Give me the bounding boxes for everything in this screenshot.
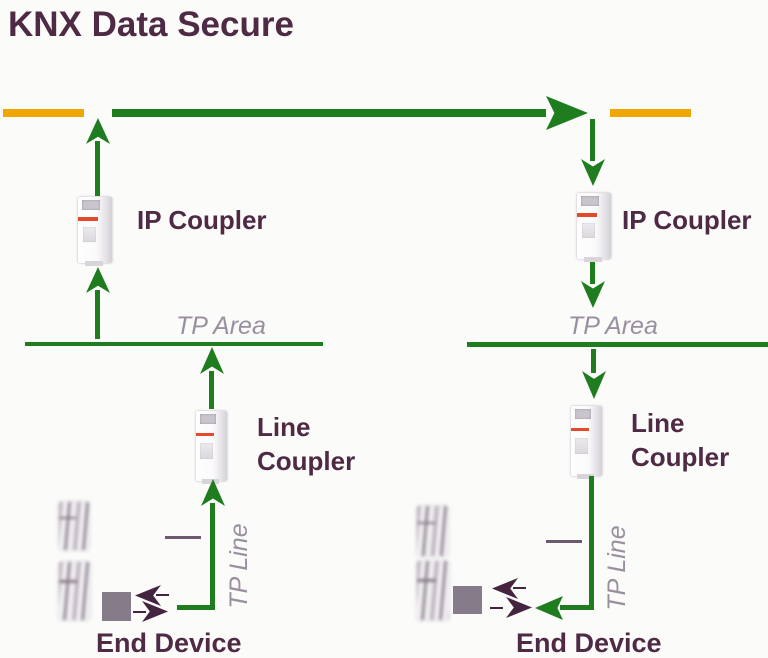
- telegram-in-arrow-shaft: [513, 587, 526, 589]
- line-coupler-device-icon: [571, 406, 602, 479]
- tp-line-label-right: TP Line: [603, 525, 631, 611]
- dash-mark: [165, 536, 201, 539]
- telegram-out-arrow-icon: [506, 597, 532, 618]
- tp-line-left-horizontal: [177, 605, 215, 610]
- ip-backbone-segment-left: [3, 109, 84, 117]
- ip-coupler-device-icon: [577, 193, 611, 262]
- telegram-out-arrow-shaft: [490, 607, 503, 609]
- end-device-square-icon: [453, 586, 482, 614]
- arrow-shaft: [590, 262, 595, 284]
- arrow-shaft: [590, 119, 595, 161]
- end-device-module-icon: [417, 561, 449, 620]
- end-device-module-icon: [59, 502, 89, 550]
- line-coupler-label-left-line2: Coupler: [257, 446, 356, 476]
- tp-area-line-right: [467, 342, 768, 347]
- line-coupler-label-left-line1: Line: [257, 412, 311, 442]
- arrow-up-icon: [200, 347, 224, 374]
- tp-area-label-right: TP Area: [568, 312, 658, 340]
- end-device-module-icon: [59, 562, 90, 620]
- telegram-in-arrow-shaft: [156, 594, 169, 596]
- arrow-down-icon: [582, 371, 606, 399]
- tp-line-right-horizontal: [560, 605, 594, 610]
- telegram-out-arrow-shaft: [133, 611, 146, 613]
- arrow-right-icon: [546, 96, 588, 130]
- line-coupler-label-right: Line Coupler: [631, 406, 729, 474]
- ip-backbone-line: [112, 109, 546, 117]
- tp-area-label-left: TP Area: [176, 312, 266, 340]
- dash-mark: [546, 540, 582, 543]
- ip-coupler-label-left: IP Coupler: [137, 205, 267, 235]
- tp-line-left: [210, 503, 215, 610]
- ip-backbone-segment-right: [610, 109, 691, 117]
- arrow-down-icon: [581, 159, 605, 186]
- line-coupler-label-right-line1: Line: [631, 408, 685, 438]
- arrow-down-icon: [581, 281, 605, 308]
- tp-line-right: [589, 476, 594, 609]
- ip-coupler-device-icon: [78, 197, 112, 266]
- arrow-shaft: [95, 141, 100, 196]
- tp-line-label-left: TP Line: [225, 523, 253, 609]
- line-coupler-label-left: Line Coupler: [257, 410, 355, 478]
- page-title: KNX Data Secure: [8, 5, 294, 44]
- line-coupler-device-icon: [196, 411, 227, 484]
- tp-area-line-left: [25, 342, 323, 346]
- end-device-square-icon: [102, 592, 131, 621]
- ip-coupler-label-right: IP Coupler: [622, 205, 752, 235]
- line-coupler-label-right-line2: Coupler: [631, 442, 730, 472]
- arrow-left-icon: [535, 596, 563, 620]
- end-device-module-icon: [417, 506, 448, 556]
- end-device-label-right: End Device: [516, 628, 662, 658]
- arrow-shaft: [95, 290, 100, 339]
- arrow-shaft: [209, 371, 214, 409]
- end-device-label-left: End Device: [96, 628, 242, 658]
- arrow-shaft: [591, 349, 596, 373]
